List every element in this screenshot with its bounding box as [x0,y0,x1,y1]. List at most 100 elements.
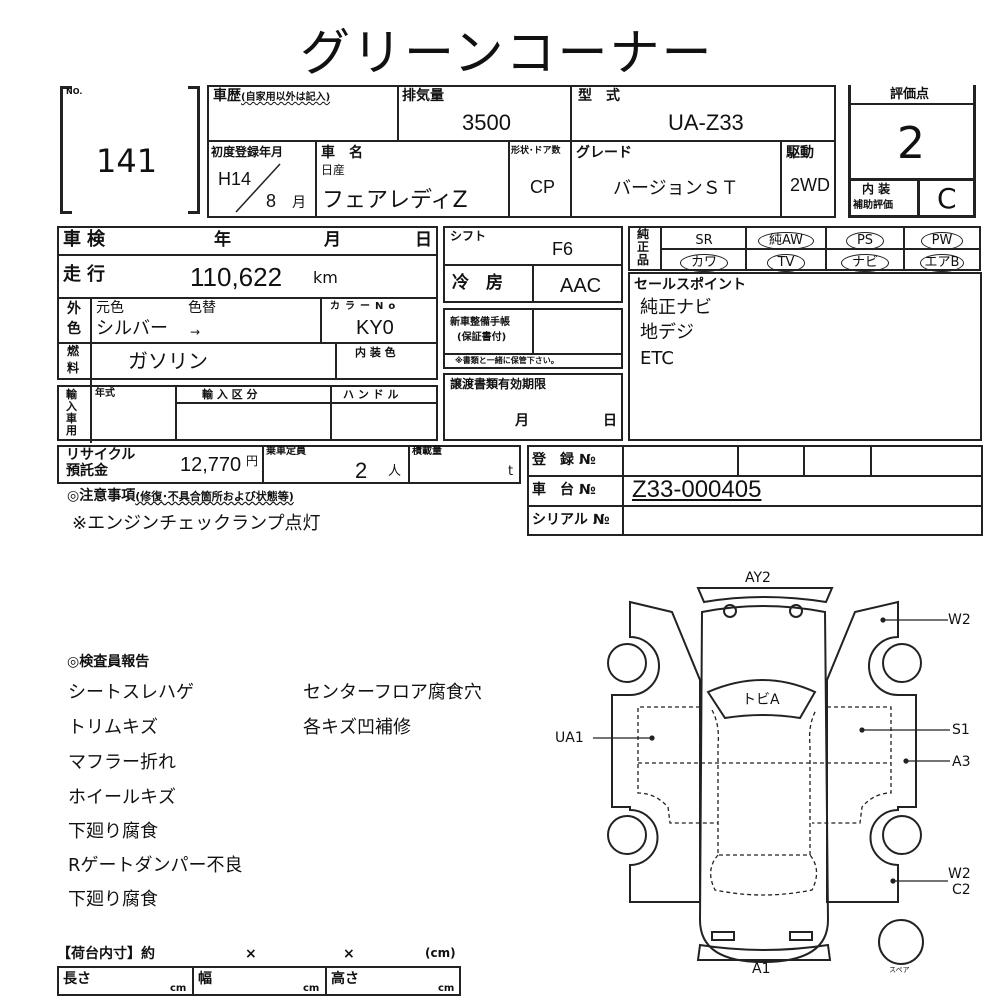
mileage-value: 110,622 [190,262,283,292]
wheel-rear-left [607,815,647,855]
genuine-label: 純正品 [637,227,650,267]
rear-bumper [696,943,832,961]
displacement-value: 3500 [462,110,511,135]
sales-point-item: 純正ナビ [640,297,712,318]
vehicle-info-grid [207,85,836,218]
sales-point-item: ETC [640,348,674,369]
transfer-day: 日 [603,413,617,429]
body-label: 形状･ドア数 [511,146,561,156]
chassis-no-value: Z33-000405 [632,476,762,503]
exterior-label-1: 外 [67,301,81,317]
color-no-label: カラーNo [330,301,401,312]
inspector-item: トリムキズ [68,717,158,738]
fuel-label-2: 料 [67,361,80,375]
inspection-year: 年 [214,230,231,250]
inspector-item: マフラー折れ [68,752,176,773]
sales-points-box [628,272,982,441]
inspector-item: ホイールキズ [68,787,176,808]
load-label: 積載量 [412,446,442,457]
wheel-front-right [882,643,922,683]
genuine-alloy-wheels: 純AW [746,229,826,250]
damage-label-rear-right-1: W2 [948,866,971,882]
car-maker: 日産 [321,163,346,177]
transfer-box [443,373,623,441]
inspection-month: 月 [324,230,341,250]
capacity-unit: 人 [388,464,402,479]
cargo-width-unit: cm [303,983,320,994]
ac-value: AAC [560,275,602,297]
sales-point-item: 地デジ [640,322,694,343]
registration-table [527,445,983,536]
transfer-month: 月 [515,413,529,429]
service-book-note: ※書類と一緒に保管下さい。 [455,356,559,365]
serial-no-label: シリアル № [532,512,610,528]
genuine-leather: カワ [662,251,746,272]
cargo-width-label: 幅 [198,971,212,987]
page-title: グリーンコーナー [300,24,714,82]
inspector-item: Rゲートダンパー不良 [68,855,243,876]
capacity-label: 乗車定員 [266,446,306,457]
score-box [848,85,976,218]
shift-value: F6 [552,239,574,259]
recycle-row [57,445,521,484]
recycle-label-1: リサイクル [66,447,136,463]
damage-label-left-side: UA1 [555,730,584,746]
genuine-tv: TV [746,251,826,272]
lot-bracket-right [188,86,200,214]
mileage-label: 走行 [63,264,111,285]
lot-bracket [60,86,72,214]
sales-points-label: セールスポイント [634,277,746,293]
cargo-unit: (cm) [425,946,456,960]
load-unit: t [508,464,514,479]
genuine-ps: PS [826,229,904,250]
chassis-no-label: 車 台 № [532,482,596,498]
model-label: 型 式 [578,88,620,104]
score-value: 2 [897,118,925,169]
notes-label: ◎注意事項(修復･不具合箇所および状態等) [67,488,294,504]
model-value: UA-Z33 [668,110,744,135]
drive-value: 2WD [790,175,830,195]
damage-label-rear: A1 [752,961,771,977]
inspector-item: シートスレハゲ [68,682,194,703]
lot-no-label: NO. [66,87,83,96]
car-name-label: 車 名 [321,145,363,161]
exterior-label-2: 色 [67,321,81,337]
damage-label-right-sill: A3 [952,754,971,770]
import-row [57,385,438,441]
import-class-label: 輸 入 区 分 [202,388,258,401]
color-change-label: 色替 [188,300,216,316]
cargo-table [57,966,461,996]
interior-score-value: C [937,182,957,215]
first-reg-month: 8 [266,191,277,211]
wheel-front-left [607,643,647,683]
damage-label-front-right: W2 [948,612,971,628]
cargo-length-label: 長さ [63,971,91,987]
orig-color-value: シルバー [96,318,168,339]
grade-label: グレード [576,145,632,161]
genuine-pw: PW [904,229,980,250]
import-label: 輸入車用 [66,388,77,437]
inspector-item: 下廻り腐食 [68,821,158,842]
mileage-unit: km [313,268,338,287]
left-panel [611,600,701,903]
cargo-height-unit: cm [438,983,455,994]
shift-label: シフト [450,229,487,243]
lot-number: 141 [96,142,158,180]
spare-label: スペア [889,966,910,974]
genuine-navi: ナビ [826,251,904,272]
first-reg-month-unit: 月 [292,195,306,211]
ac-label: 冷 房 [452,273,503,293]
service-book-label-2: (保証書付) [457,332,507,343]
genuine-sr: SR [695,233,713,248]
damage-label-rear-right-2: C2 [952,882,971,898]
cargo-length-unit: cm [170,983,187,994]
body-value: CP [530,177,556,197]
interior-color-label: 内 装 色 [355,346,396,359]
interior-score-label-1: 内 装 [862,182,891,196]
fuel-row [57,342,438,380]
notes-text: ※エンジンチェックランプ点灯 [72,513,321,534]
damage-label-right-side: S1 [952,722,970,738]
cargo-x1: × [245,946,257,962]
score-label: 評価点 [890,87,930,102]
